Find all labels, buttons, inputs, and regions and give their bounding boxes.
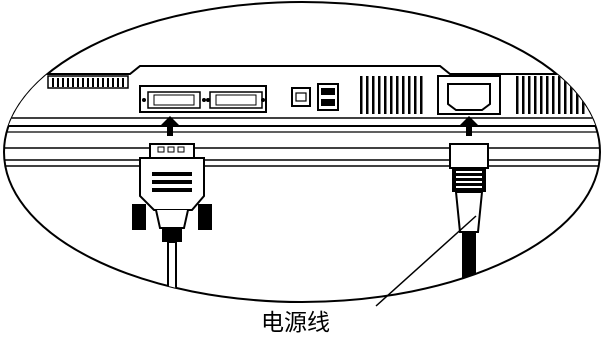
vent-slots-middle — [360, 76, 423, 114]
power-inlet — [437, 75, 501, 115]
vent-slots-left — [47, 75, 129, 89]
video-ports — [139, 85, 267, 113]
magnifier-ellipse — [3, 1, 601, 303]
callout-leader-line — [375, 215, 477, 307]
usb-ports — [291, 83, 339, 111]
signal-arrow — [160, 116, 180, 136]
power-arrow — [459, 116, 479, 136]
power-cable-label: 电源线 — [261, 310, 330, 336]
signal-cable — [132, 143, 212, 302]
monitor-stand — [4, 147, 600, 167]
